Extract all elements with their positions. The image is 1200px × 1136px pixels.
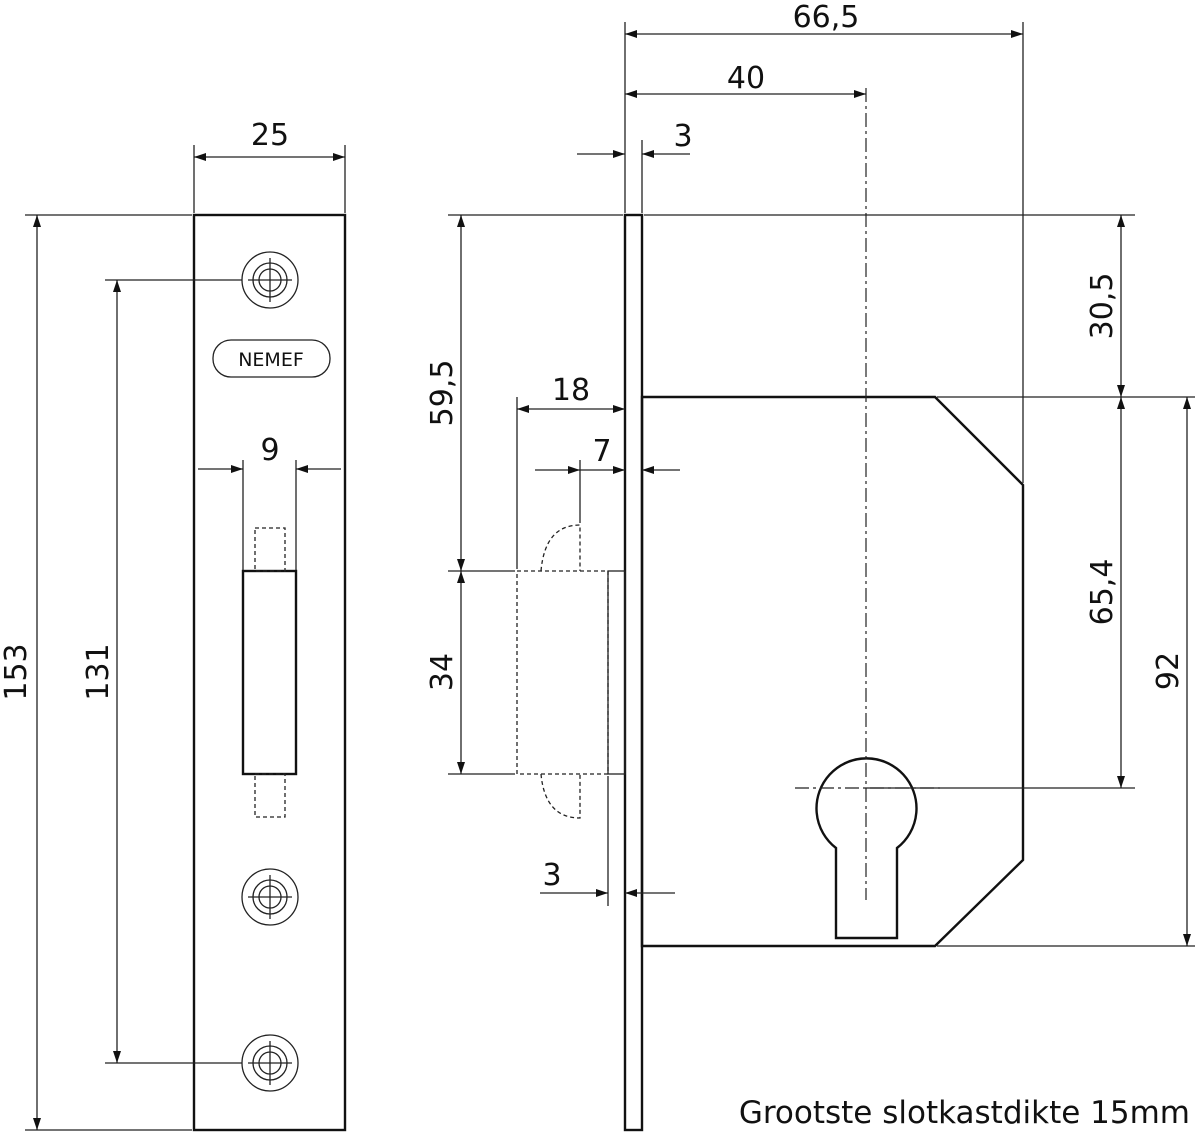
svg-text:9: 9: [260, 433, 279, 468]
cylinder-hole: [815, 757, 918, 940]
svg-text:3: 3: [673, 119, 692, 154]
svg-text:66,5: 66,5: [793, 0, 860, 35]
dim-bolt-gap: 3: [540, 776, 675, 906]
svg-text:3: 3: [542, 858, 561, 893]
dim-width: 25: [193, 118, 346, 213]
faceplate-side: [623, 213, 644, 1132]
svg-text:59,5: 59,5: [425, 360, 460, 427]
svg-text:65,4: 65,4: [1085, 559, 1120, 626]
brand-logo-frame: [212, 339, 331, 378]
svg-text:34: 34: [425, 653, 460, 691]
dim-bolt-offset: 7: [535, 434, 680, 523]
faceplate-outline: [192, 213, 347, 1132]
dim-case-height: 92: [937, 397, 1195, 947]
svg-text:153: 153: [0, 643, 34, 700]
brand-logo: NEMEF: [238, 349, 304, 371]
svg-text:18: 18: [552, 373, 590, 408]
screw-hole-top: [241, 251, 299, 309]
dim-top-offset: 30,5: [937, 215, 1195, 398]
svg-text:40: 40: [727, 61, 765, 96]
svg-text:25: 25: [251, 118, 289, 153]
dim-backset: 40: [625, 61, 866, 98]
svg-text:92: 92: [1151, 652, 1186, 690]
dim-hole-spacing: 131: [81, 279, 242, 1064]
svg-text:7: 7: [592, 434, 611, 469]
dim-height: 153: [0, 214, 192, 1131]
dim-bolt-height: 34: [425, 571, 515, 775]
screw-hole-middle: [241, 868, 299, 926]
side-view: 66,5 40 3 30,5 59,5: [425, 0, 1195, 1132]
bolt-hidden-top: [254, 527, 286, 572]
caption: Grootste slotkastdikte 15mm: [739, 1095, 1190, 1131]
svg-text:30,5: 30,5: [1085, 273, 1120, 340]
dim-bolt-throw: 18: [516, 373, 625, 569]
front-view: NEMEF 25 153 131: [0, 118, 347, 1132]
dim-total-depth: 66,5: [624, 0, 1024, 483]
dim-bolt-width: 9: [198, 433, 341, 570]
dim-case-to-cylinder: 65,4: [866, 397, 1135, 789]
dim-bolt-top: 59,5: [425, 215, 515, 572]
deadbolt-hidden: [516, 524, 626, 819]
bolt-hidden-bottom: [254, 773, 286, 818]
dim-plate-thickness: 3: [577, 119, 693, 213]
bolt-opening: [241, 569, 298, 776]
svg-text:131: 131: [81, 643, 116, 700]
lock-case: [640, 395, 1025, 948]
screw-hole-bottom: [241, 1034, 299, 1092]
